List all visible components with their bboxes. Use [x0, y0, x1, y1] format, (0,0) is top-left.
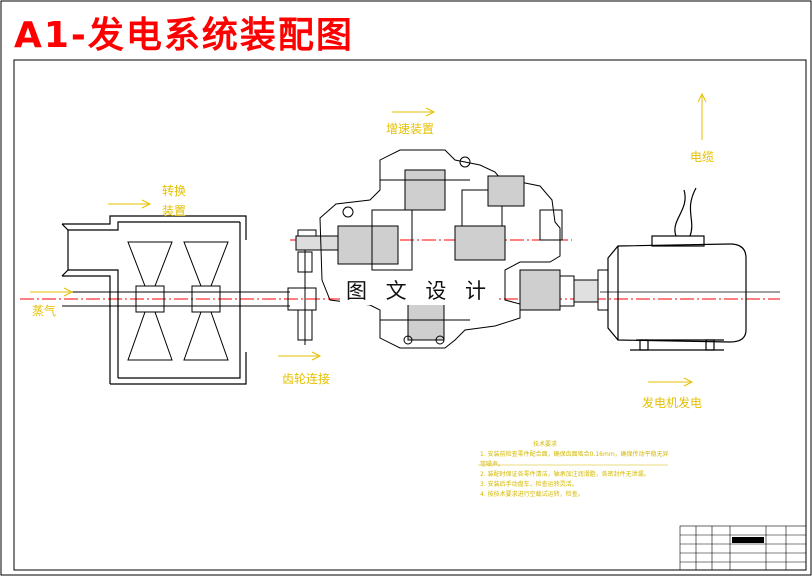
rotor-blades: [127, 241, 229, 361]
inner-frame: [13, 59, 807, 571]
gearbox: [319, 149, 563, 349]
label-conversion-1: 转换: [162, 184, 187, 198]
arrow-generator: [648, 377, 694, 387]
arrow-steam: [30, 287, 74, 297]
notes-line: 4. 按技术要求进行空载试运转，检查。: [480, 491, 584, 498]
label-generator: 发电机发电: [642, 396, 703, 410]
arrows: [30, 92, 707, 387]
title-block: [679, 525, 807, 571]
turbine-shaft: [62, 287, 317, 311]
arrow-cable: [697, 92, 707, 140]
conversion-housing: [61, 215, 247, 385]
arrow-speed-up: [392, 107, 436, 117]
label-conversion-2: 装置: [162, 204, 187, 218]
notes-line: 1. 安装前检查零件配合面，确保齿面啮合0.16mm，确保传动平稳无异常噪声。: [480, 451, 669, 468]
drawing-title: A1-发电系统装配图: [14, 15, 354, 56]
generator: [607, 187, 747, 351]
label-gear-link: 齿轮连接: [282, 372, 331, 386]
label-cable: 电缆: [690, 150, 715, 164]
technical-notes: 技术要求 1. 安装前检查零件配合面，确保齿面啮合0.16mm，确保传动平稳无异…: [480, 440, 670, 500]
coupling: [559, 269, 609, 311]
label-speed-up: 增速装置: [386, 122, 435, 136]
arrow-conversion: [108, 199, 152, 209]
watermark: 图 文 设 计: [340, 275, 499, 305]
notes-line: 2. 装配时保证各零件清洁，轴承加注润滑脂，各密封件无泄漏。: [480, 471, 650, 478]
label-steam: 蒸气: [32, 304, 57, 318]
gear-link-body: [295, 235, 345, 251]
arrow-gear-link: [278, 351, 322, 361]
title-block-fill: [732, 537, 764, 543]
notes-line: 3. 安装后手动盘车，检查运转灵活。: [480, 481, 578, 488]
notes-title: 技术要求: [532, 441, 557, 448]
